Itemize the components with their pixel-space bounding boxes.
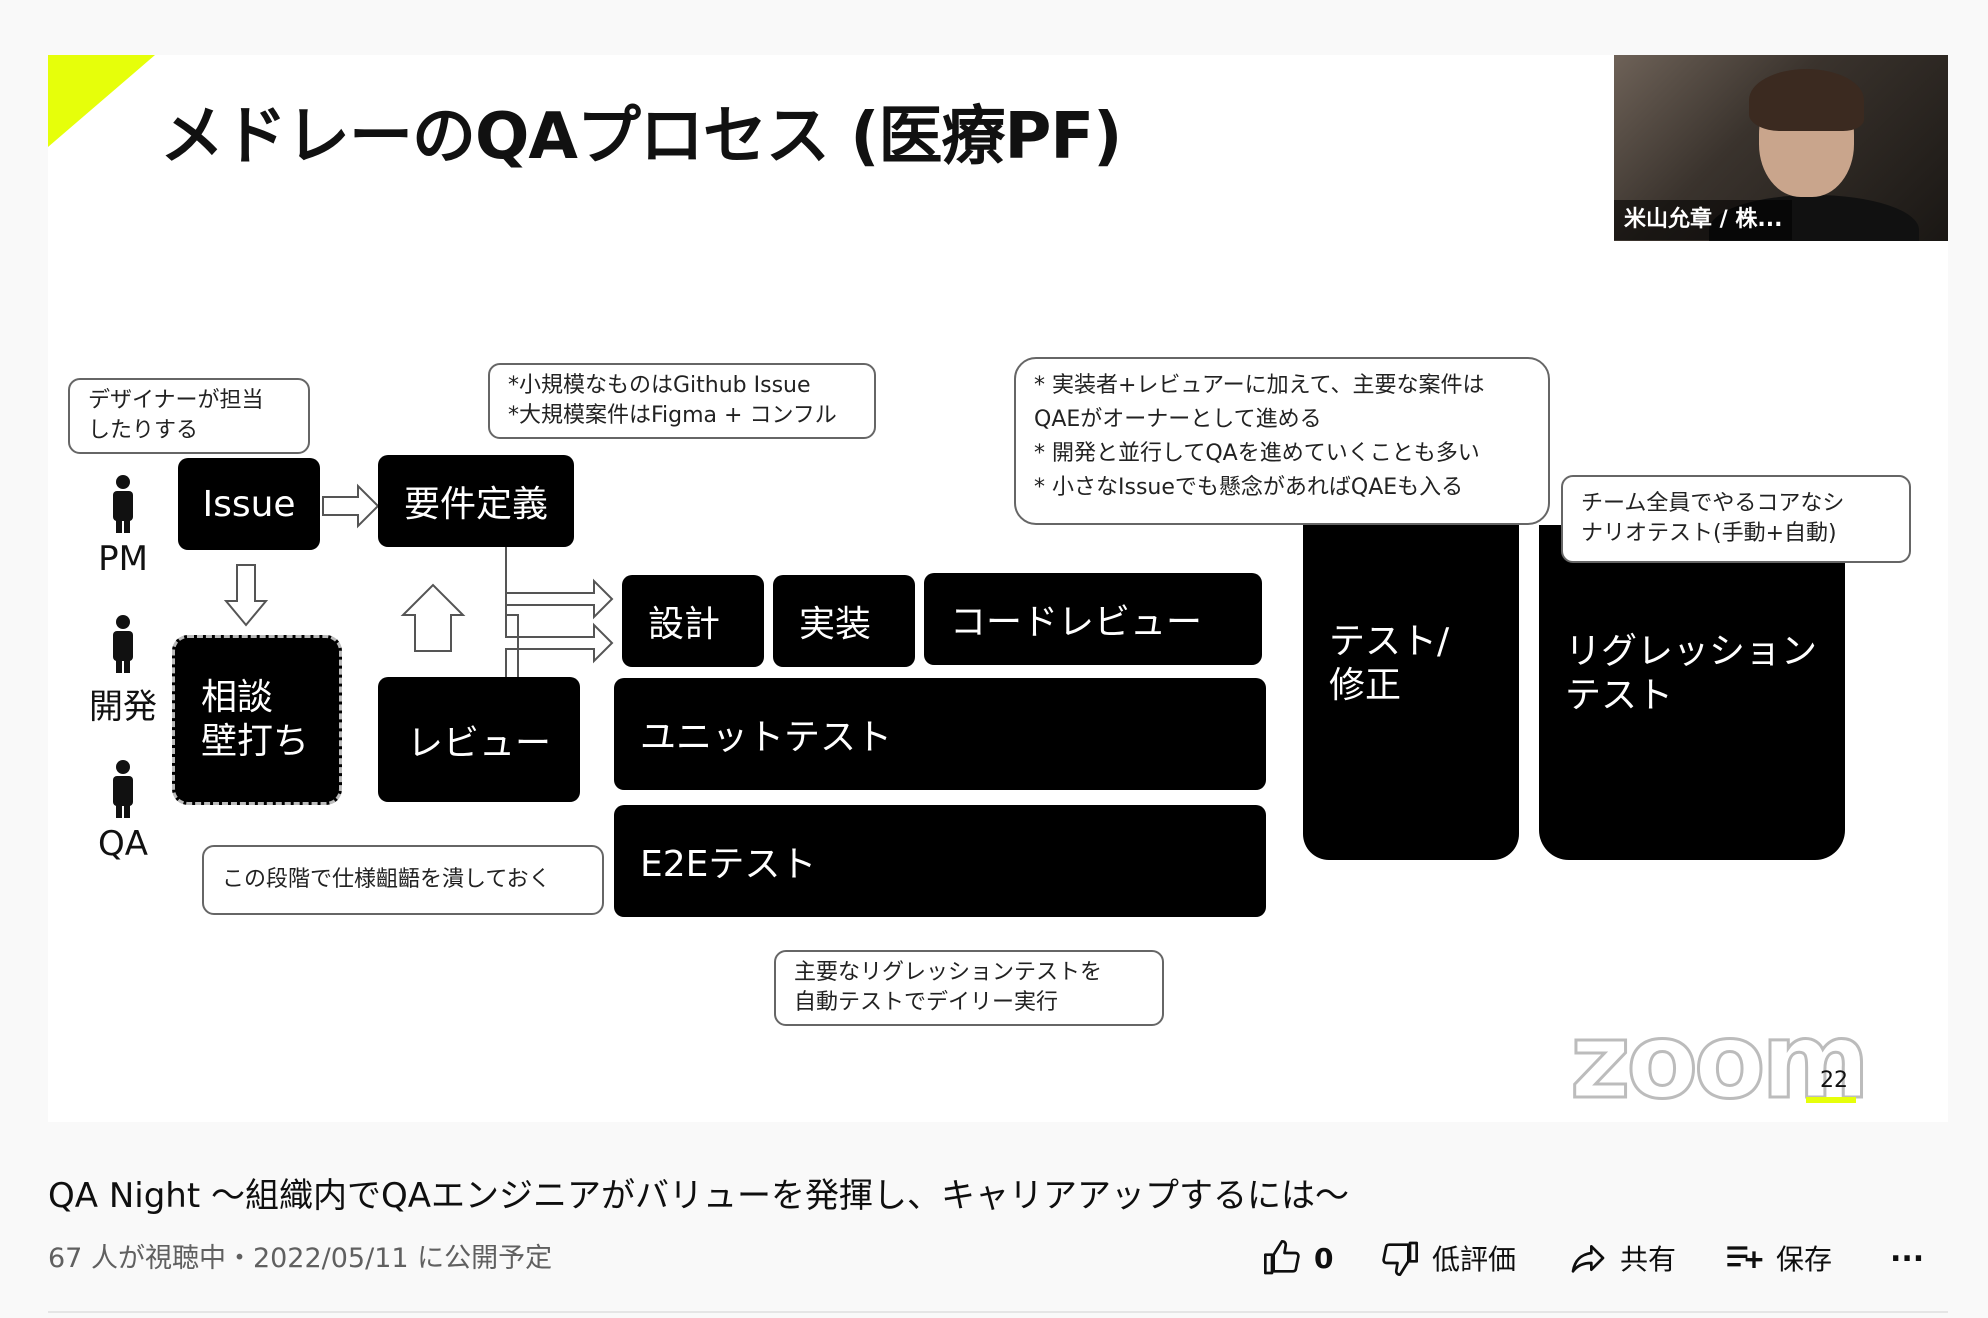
box-regression: リグレッション テスト: [1539, 525, 1845, 860]
dislike-label: 低評価: [1432, 1243, 1517, 1276]
thumbs-up-icon: [1264, 1240, 1300, 1275]
callout-designer: デザイナーが担当 したりする: [68, 378, 310, 454]
box-consult-line1: 相談: [201, 677, 274, 718]
callout-daily: 主要なリグレッションテストを 自動テストでデイリー実行: [774, 950, 1164, 1026]
callout-team: チーム全員でやるコアなシ ナリオテスト(手動+自動): [1561, 475, 1911, 563]
role-label-dev: 開発: [89, 687, 157, 727]
video-title: QA Night 〜組織内でQAエンジニアがバリューを発揮し、キャリアアップする…: [48, 1176, 1349, 1216]
box-e2e-test: E2Eテスト: [614, 805, 1266, 917]
save-button[interactable]: 保存: [1724, 1238, 1832, 1278]
more-icon: ...: [1890, 1234, 1925, 1269]
role-label-qa: QA: [97, 824, 149, 864]
video-meta: 67 人が視聴中・2022/05/11 に公開予定: [48, 1243, 553, 1274]
role-pm: PM: [88, 475, 158, 579]
callout-designer-line2: したりする: [88, 418, 199, 443]
playlist-add-icon: [1727, 1246, 1763, 1268]
callout-spec: この段階で仕様齟齬を潰しておく: [202, 845, 604, 915]
callout-qae: * 実装者+レビュアーに加えて、主要な案件は QAEがオーナーとして進める * …: [1014, 357, 1550, 525]
box-implement: 実装: [773, 575, 915, 667]
share-label: 共有: [1620, 1243, 1677, 1276]
callout-spec-line1: この段階で仕様齟齬を潰しておく: [222, 867, 551, 892]
box-unit-test: ユニットテスト: [614, 678, 1266, 790]
box-test-fix-line2: 修正: [1329, 665, 1402, 706]
callout-designer-line1: デザイナーが担当: [88, 388, 264, 413]
zoom-watermark: zoom: [1569, 999, 1872, 1123]
save-label: 保存: [1776, 1243, 1833, 1276]
role-qa: QA: [88, 760, 158, 864]
box-regression-line1: リグレッション: [1565, 631, 1818, 672]
box-regression-line2: テスト: [1565, 675, 1674, 716]
more-actions-button[interactable]: ...: [1890, 1234, 1924, 1269]
arrow-down-icon: [223, 564, 269, 627]
box-consult-line2: 壁打ち: [201, 721, 310, 762]
callout-qae-line1: * 実装者+レビュアーに加えて、主要な案件は: [1034, 373, 1485, 398]
share-button[interactable]: 共有: [1568, 1238, 1676, 1278]
callout-scale-line1: *小規模なものはGithub Issue: [508, 373, 811, 398]
callout-qae-line4: * 小さなIssueでも懸念があればQAEも入る: [1034, 475, 1464, 500]
thumbs-down-icon: [1382, 1241, 1418, 1276]
box-test-fix: テスト/ 修正: [1303, 515, 1519, 860]
video-player[interactable]: メドレーのQAプロセス (医療PF) 米山允章 / 株... PM 開発 QA: [48, 55, 1948, 1122]
flow-arrows: [223, 483, 614, 686]
slide-accent-triangle: [48, 55, 155, 147]
box-requirements: 要件定義: [378, 455, 574, 547]
slide-title: メドレーのQAプロセス (医療PF): [160, 100, 1122, 174]
callout-team-line2: ナリオテスト(手動+自動): [1581, 521, 1837, 546]
box-design: 設計: [622, 575, 764, 667]
callout-scale-line2: *大規模案件はFigma + コンフル: [508, 403, 837, 428]
callout-scale: *小規模なものはGithub Issue *大規模案件はFigma + コンフル: [488, 363, 876, 439]
dislike-button[interactable]: 低評価: [1380, 1238, 1516, 1278]
role-dev: 開発: [88, 615, 158, 728]
callout-qae-line3: * 開発と並行してQAを進めていくことも多い: [1034, 441, 1480, 466]
box-code-review: コードレビュー: [924, 573, 1262, 665]
slide-page-number: 22: [1820, 1068, 1848, 1093]
page-number-underline: [1806, 1097, 1856, 1103]
box-issue: Issue: [178, 458, 320, 550]
callout-daily-line1: 主要なリグレッションテストを: [794, 960, 1103, 985]
like-button[interactable]: 0: [1262, 1238, 1333, 1278]
callout-daily-line2: 自動テストでデイリー実行: [794, 990, 1059, 1015]
section-divider: [48, 1311, 1948, 1313]
arrow-branch-icon: [505, 547, 614, 686]
box-review: レビュー: [378, 677, 580, 802]
like-count: 0: [1314, 1241, 1334, 1275]
person-icon: [113, 760, 133, 818]
person-icon: [113, 475, 133, 533]
box-consult: 相談 壁打ち: [172, 635, 342, 805]
share-icon: [1571, 1245, 1605, 1273]
arrow-right-icon: [322, 483, 380, 529]
webcam-name-label: 米山允章 / 株...: [1614, 200, 1793, 240]
box-test-fix-line1: テスト/: [1329, 621, 1450, 662]
speaker-hair: [1749, 69, 1864, 131]
callout-team-line1: チーム全員でやるコアなシ: [1581, 491, 1845, 516]
person-icon: [113, 615, 133, 673]
arrow-up-icon: [400, 583, 466, 652]
webcam-thumbnail: 米山允章 / 株...: [1614, 55, 1948, 241]
callout-qae-line2: QAEがオーナーとして進める: [1034, 407, 1322, 432]
role-label-pm: PM: [98, 539, 148, 579]
